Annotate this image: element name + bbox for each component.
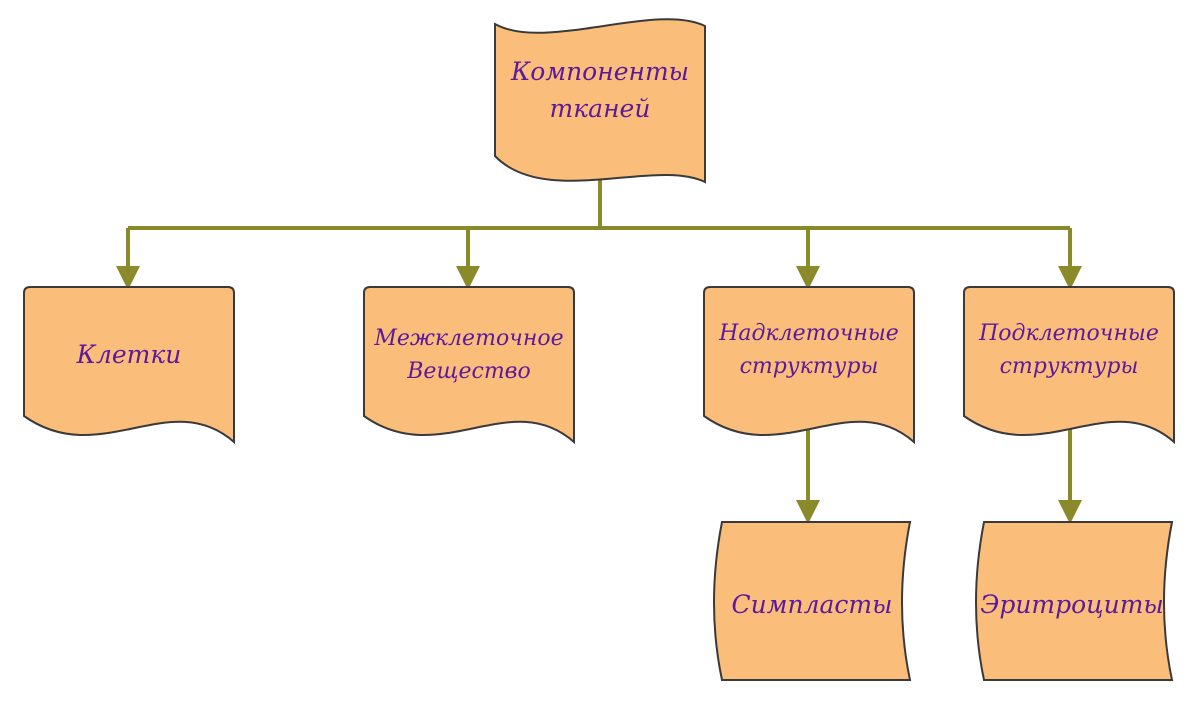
node-cells-label: Клетки [76,340,182,370]
node-subcellular-label: Подклеточные структуры [979,321,1159,379]
connectors [116,172,1082,524]
node-symplasts-shape [713,521,912,681]
node-erythrocytes-shape [975,521,1174,681]
node-supracellular-shape [703,286,915,445]
node-intercellular-shape [363,286,575,445]
node-root-shape [494,18,706,184]
node-erythrocytes-label: Эритроциты [980,590,1164,620]
node-symplasts-label: Симпласты [731,590,893,620]
node-cells-shape [23,286,235,445]
node-intercellular-label: Межклеточное Вещество [374,326,564,384]
node-supracellular-label: Надклеточные структуры [719,321,899,379]
node-root-label: Компоненты тканей [510,56,690,124]
node-subcellular-shape [963,286,1175,445]
